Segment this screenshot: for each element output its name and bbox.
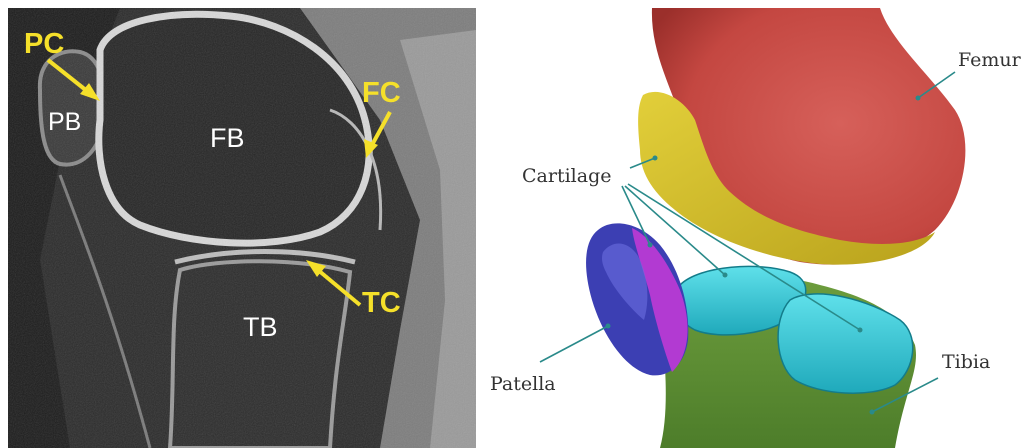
patella-leader-dot [606,324,611,329]
cartilage-label: Cartilage [522,165,611,187]
tc-label: TC [362,287,401,319]
patella-label: Patella [490,373,556,395]
femur-leader-dot [916,96,921,101]
tb-label: TB [243,312,278,342]
cartilage-left-tibia-dot [723,273,728,278]
fc-label: FC [362,77,401,109]
mri-panel: PC FC TC PB FB TB [8,8,476,448]
patella-leader [540,326,608,362]
fb-label: FB [210,123,245,153]
femur-label: Femur [958,49,1022,71]
tibia-label: Tibia [942,351,990,373]
tibial-cartilage-right [778,294,913,393]
cartilage-femur-dot [653,156,658,161]
tibia-leader-dot [870,410,875,415]
anatomy-panel: Femur Cartilage Patella Tibia [490,8,1022,448]
cartilage-patella-dot [648,243,653,248]
cartilage-right-tibia-dot [858,328,863,333]
pc-label: PC [24,28,64,60]
mri-grain [8,8,476,448]
pb-label: PB [48,108,81,136]
